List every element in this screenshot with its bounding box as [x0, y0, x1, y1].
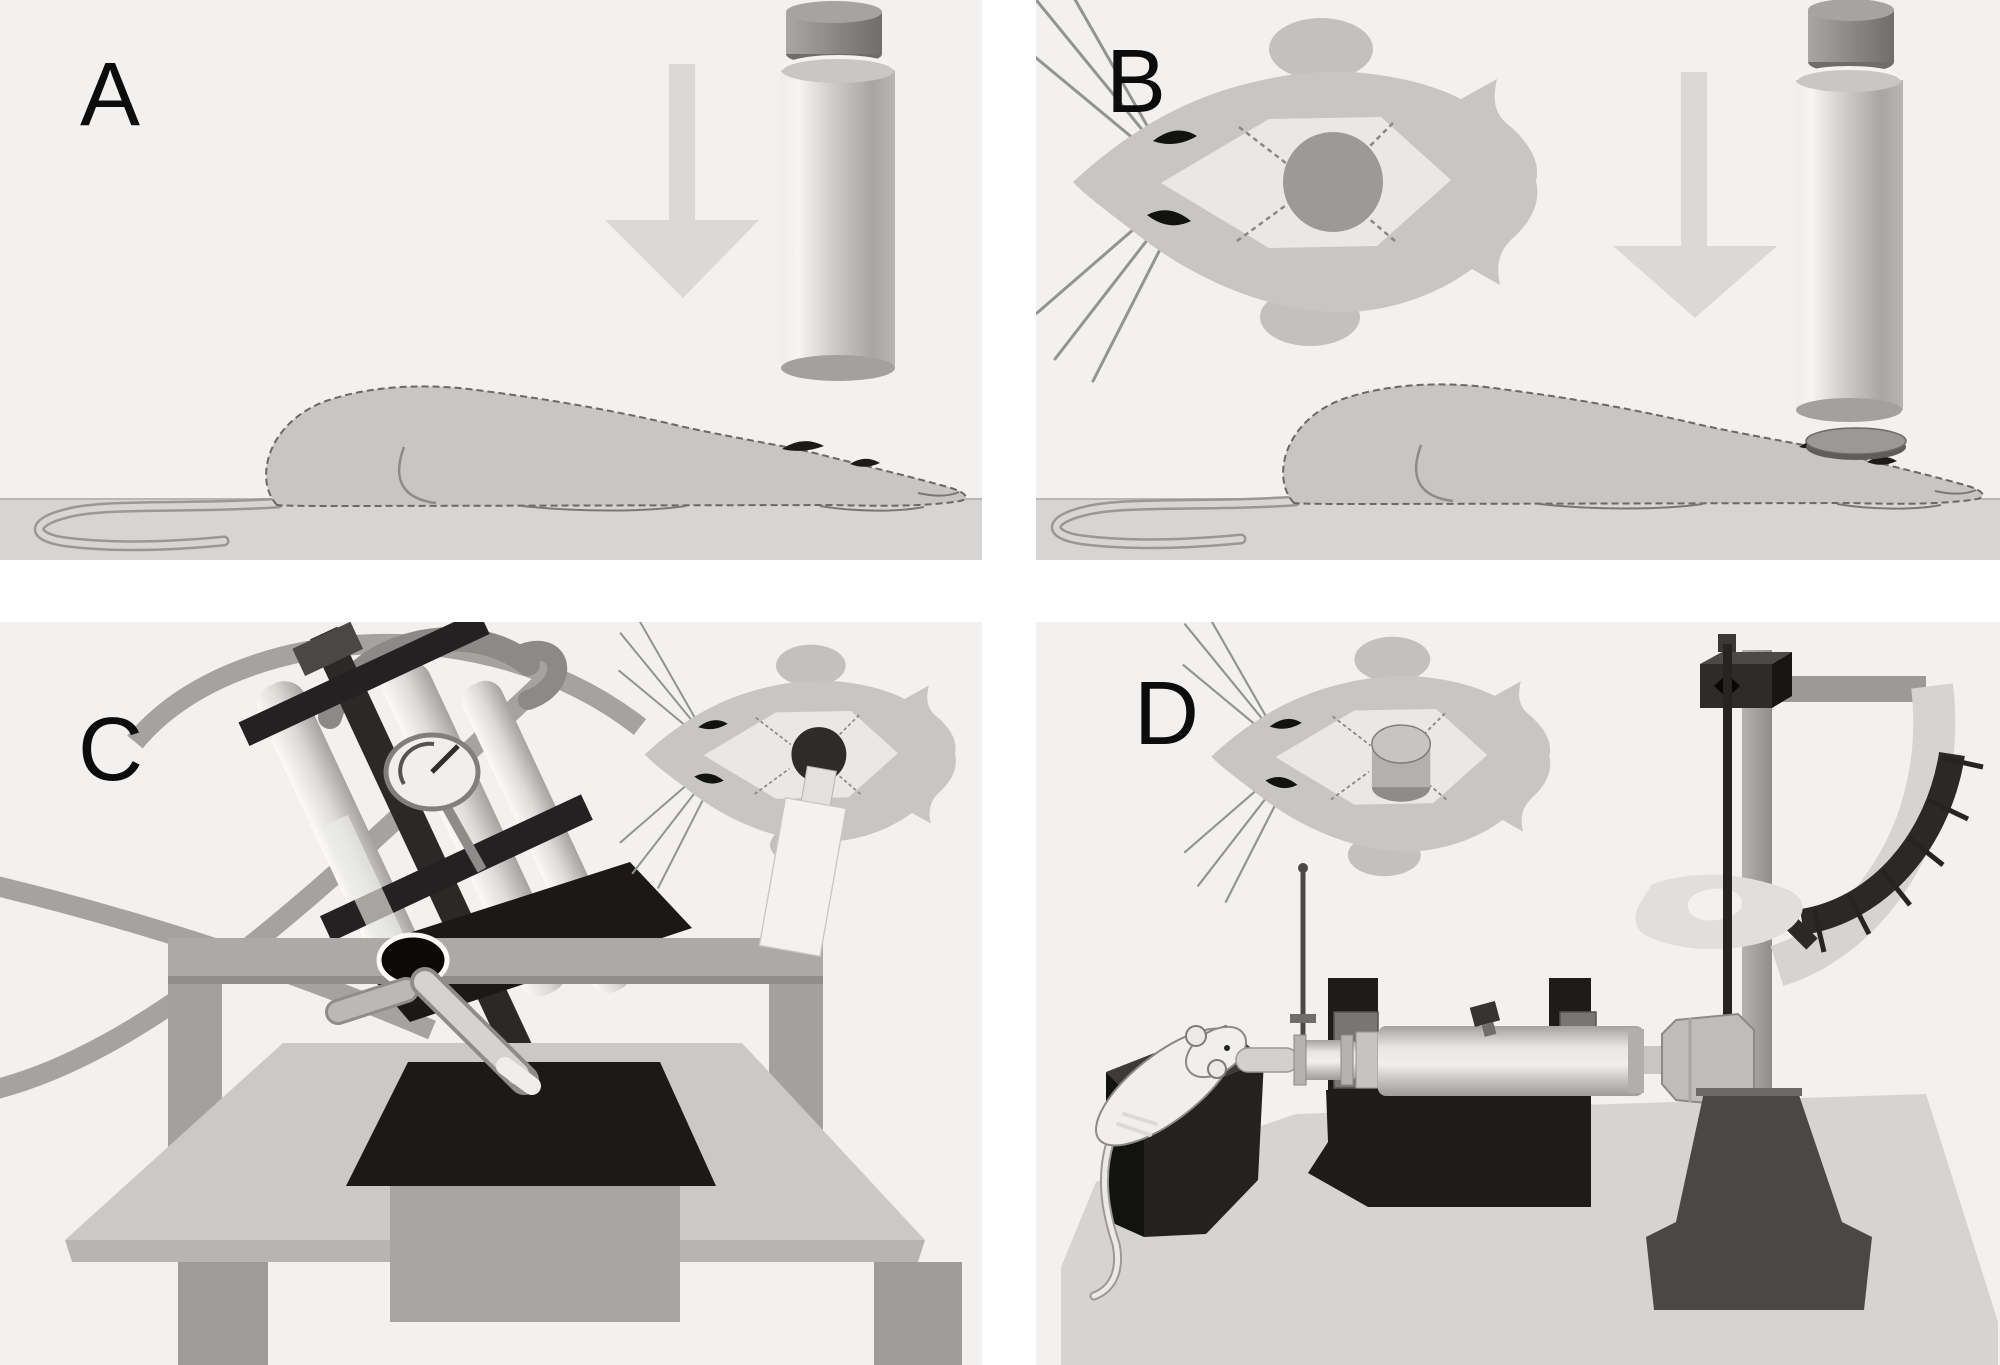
guide-tube: [779, 55, 897, 381]
angle-scale-protractor: [1635, 683, 1984, 987]
panel-a: A: [0, 0, 982, 560]
rat-head-top-view: [1036, 0, 1539, 383]
craniotomy-hole: [791, 727, 847, 783]
craniotomy-disc: [1283, 132, 1383, 232]
white-rat: [1089, 1025, 1247, 1301]
impactor-cylinder: [1235, 1000, 1668, 1096]
panel-a-label: A: [80, 45, 140, 145]
panel-b: B: [1036, 0, 2000, 560]
pressure-gauge: [383, 732, 487, 873]
skull-disc-on-head: [1805, 427, 1907, 460]
valve-knob: [1469, 1000, 1501, 1037]
scale-pointer: [1635, 874, 1803, 950]
panel-d-label: D: [1134, 664, 1199, 764]
rear-tube: [325, 977, 419, 1025]
drop-weight: [786, 1, 882, 65]
panel-c-label: C: [78, 700, 143, 800]
guide-tube: [1794, 66, 1904, 422]
support-box: [390, 1178, 680, 1322]
rat-head-top-view-with-impactor: [1182, 622, 1552, 903]
floor: [1036, 500, 2000, 560]
drop-weight: [1808, 0, 1894, 73]
velocity-pin: [1290, 863, 1316, 1050]
dark-pad: [346, 1062, 716, 1186]
cannula-hub: [758, 765, 847, 958]
down-arrow-icon: [605, 64, 759, 298]
pendulum-rod: [1723, 644, 1732, 1084]
impactor-tip-on-skull: [1371, 724, 1432, 802]
rat-head-top-view-with-cannula: [618, 622, 957, 958]
panel-b-label: B: [1106, 32, 1166, 132]
stand-base: [1646, 1088, 1872, 1310]
panel-c: C: [0, 622, 982, 1365]
fluid-nozzle: [410, 967, 541, 1095]
scale-ticks: [1811, 755, 1984, 953]
down-arrow-icon: [1613, 72, 1777, 318]
panel-d: D: [1036, 622, 2000, 1365]
